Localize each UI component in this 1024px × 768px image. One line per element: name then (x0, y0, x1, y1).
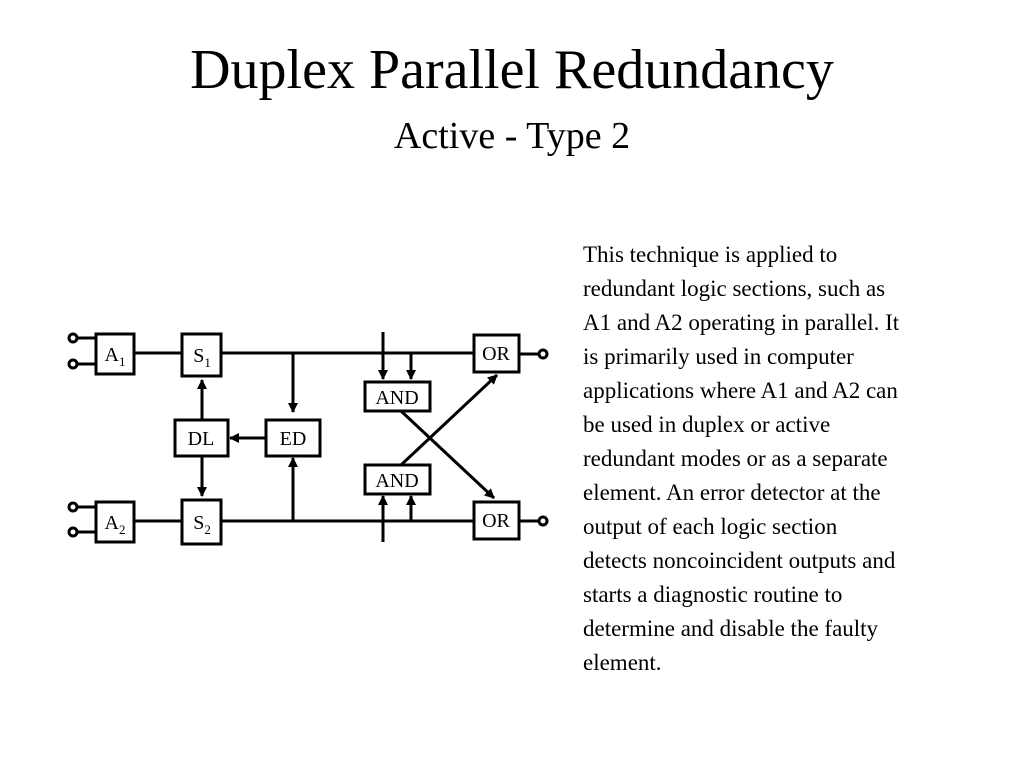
label-or-bottom: OR (482, 510, 510, 532)
input-terminal-a1-top (67, 332, 79, 344)
diagram-blocks (94, 332, 521, 546)
block-dl (173, 418, 230, 458)
output-terminal-bottom (537, 515, 549, 527)
block-ed (264, 418, 322, 458)
block-a2 (94, 500, 136, 544)
label-s1: S1 (193, 345, 211, 370)
block-or-bottom (472, 500, 521, 541)
input-terminal-a2-top (67, 501, 79, 513)
diagram-terminals (67, 332, 549, 538)
label-s2: S2 (193, 512, 211, 537)
diagram-wires (78, 332, 538, 542)
label-a1: A1 (105, 344, 126, 369)
block-a1 (94, 332, 136, 376)
block-and-bottom (363, 463, 432, 496)
input-terminal-a1-bottom (67, 358, 79, 370)
label-and-bottom: AND (375, 470, 418, 492)
block-s1 (180, 332, 223, 378)
wire-and-bottom-to-or-top (399, 373, 499, 467)
label-a2: A2 (105, 512, 126, 537)
label-or-top: OR (482, 343, 510, 365)
label-dl: DL (188, 428, 215, 450)
diagram-labels: A1 A2 S1 S2 DL ED AND AND OR OR (105, 343, 511, 537)
block-or-top (472, 333, 521, 374)
slide-title: Duplex Parallel Redundancy (190, 39, 834, 101)
output-terminal-top (537, 348, 549, 360)
input-terminal-a2-bottom (67, 526, 79, 538)
wire-and-top-to-or-bottom (399, 409, 496, 500)
block-s2 (180, 498, 223, 546)
label-and-top: AND (375, 387, 418, 409)
block-and-top (363, 380, 432, 413)
slide-subtitle: Active - Type 2 (393, 115, 631, 157)
description-text: This technique is applied to redundant l… (583, 242, 900, 675)
label-ed: ED (280, 428, 307, 450)
